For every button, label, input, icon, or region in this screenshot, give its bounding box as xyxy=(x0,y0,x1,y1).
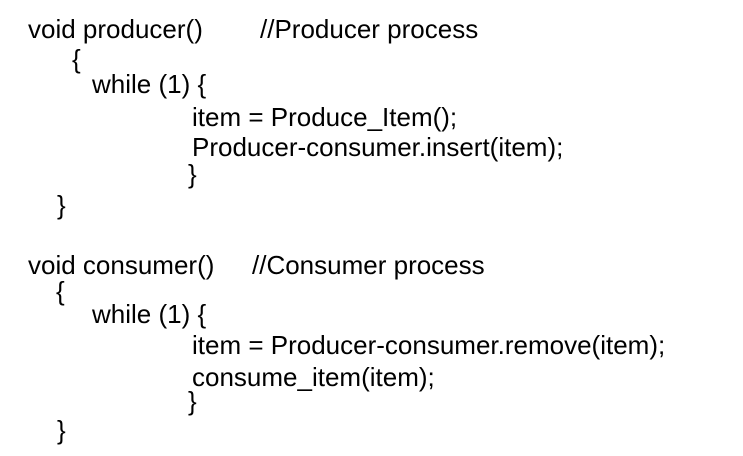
consumer-comment: //Consumer process xyxy=(252,250,485,280)
producer-open-brace: { xyxy=(72,44,81,74)
producer-produce-statement: item = Produce_Item(); xyxy=(192,102,458,132)
consumer-outer-close-brace: } xyxy=(57,415,66,445)
producer-inner-close-brace: } xyxy=(188,159,197,189)
producer-loop-header: while (1) { xyxy=(92,69,207,99)
producer-outer-close-brace: } xyxy=(57,190,66,220)
producer-signature: void producer() xyxy=(28,14,203,44)
consumer-remove-statement: item = Producer-consumer.remove(item); xyxy=(192,330,666,360)
consumer-signature: void consumer() xyxy=(28,250,215,280)
producer-comment: //Producer process xyxy=(260,14,479,44)
consumer-inner-close-brace: } xyxy=(188,386,197,416)
consumer-loop-header: while (1) { xyxy=(92,299,207,329)
consumer-open-brace: { xyxy=(56,276,65,306)
producer-insert-statement: Producer-consumer.insert(item); xyxy=(192,132,564,162)
consumer-consume-statement: consume_item(item); xyxy=(192,362,435,392)
